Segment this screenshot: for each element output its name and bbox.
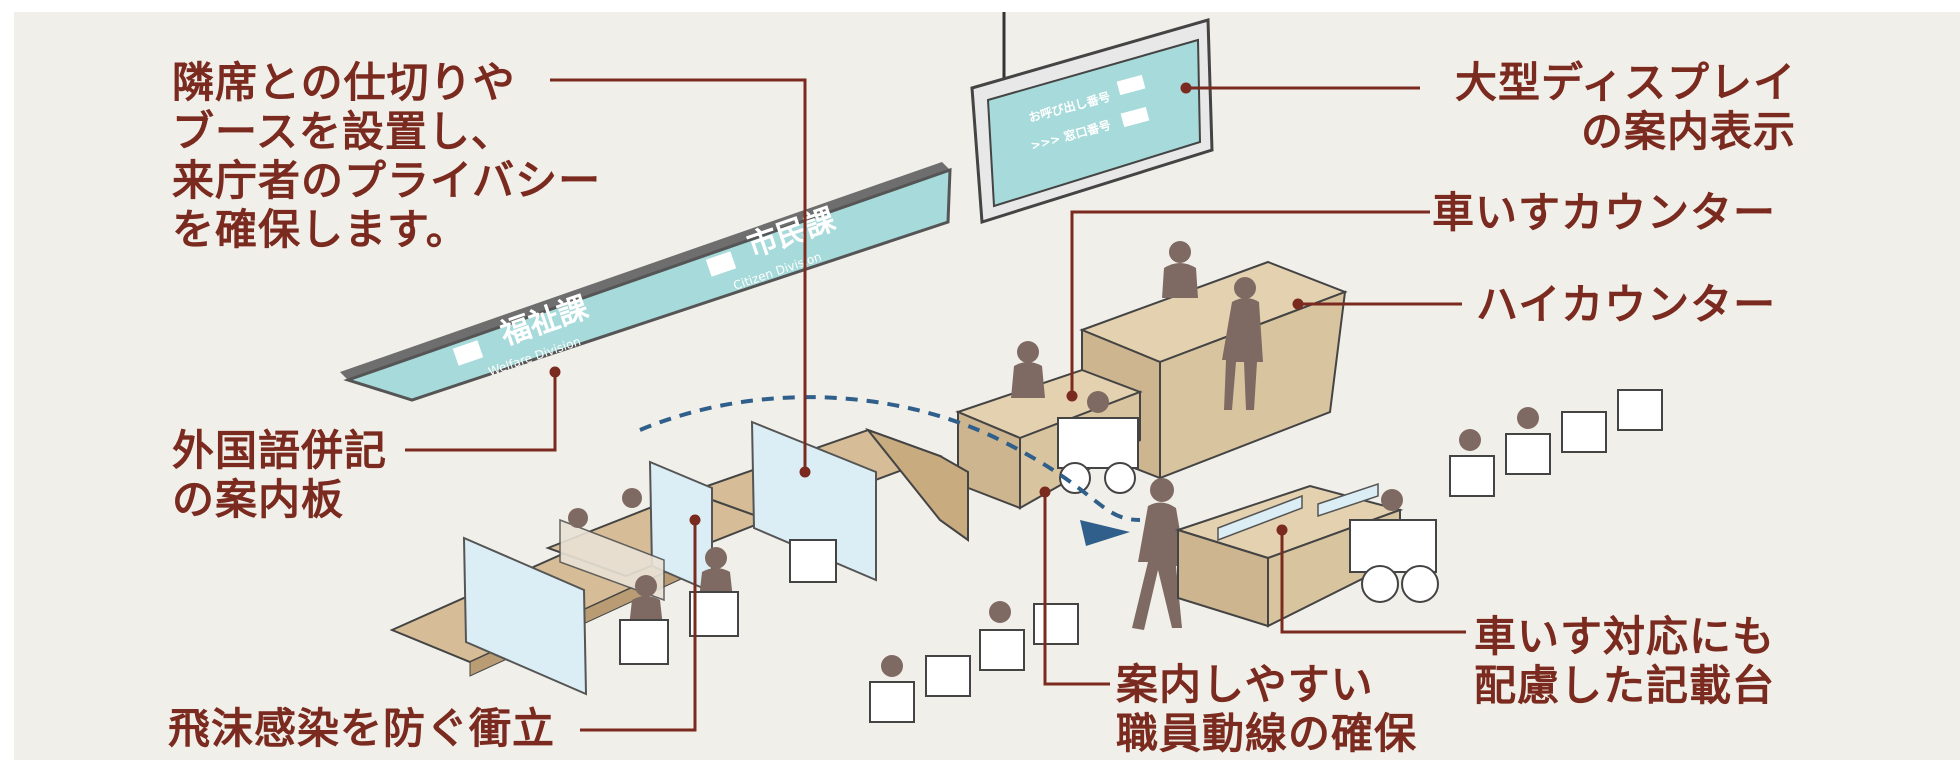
staff-route-arrowhead [1080, 520, 1130, 546]
callout-staff-route: 案内しやすい 職員動線の確保 [1116, 660, 1418, 758]
writing-desk [1174, 482, 1439, 628]
leader-staff-route [1043, 492, 1110, 686]
booth-counters [389, 420, 969, 696]
leader-partition [550, 78, 807, 472]
callout-display: 大型ディスプレイ の案内表示 [1454, 58, 1796, 156]
leader-lines [405, 78, 1466, 732]
callout-high-counter: ハイカウンター [1476, 280, 1777, 329]
large-display: お呼び出し番号 >>> 窓口番号 [970, 12, 1214, 224]
callout-multilingual-sign: 外国語併記 の案内板 [172, 426, 388, 524]
callout-writing-desk: 車いす対応にも 配慮した記載台 [1474, 612, 1776, 710]
callout-partition: 隣席との仕切りや ブースを設置し、 来庁者のプライバシー を確保します。 [172, 58, 602, 254]
leader-multilingual-sign [405, 372, 557, 452]
walking-staff [1132, 478, 1186, 630]
waiting-chairs-right [1449, 389, 1663, 497]
callout-droplet-screen: 飛沫感染を防ぐ衝立 [168, 704, 556, 753]
leader-writing-desk [1280, 530, 1466, 634]
staff-route-arrow [639, 395, 1141, 522]
leader-wheelchair-counter [1070, 210, 1430, 396]
callout-wheelchair-counter: 車いすカウンター [1432, 188, 1777, 237]
waiting-chairs-bottom [869, 601, 1079, 723]
wheelchair-counter [955, 341, 1143, 510]
leader-droplet-screen [580, 520, 697, 732]
